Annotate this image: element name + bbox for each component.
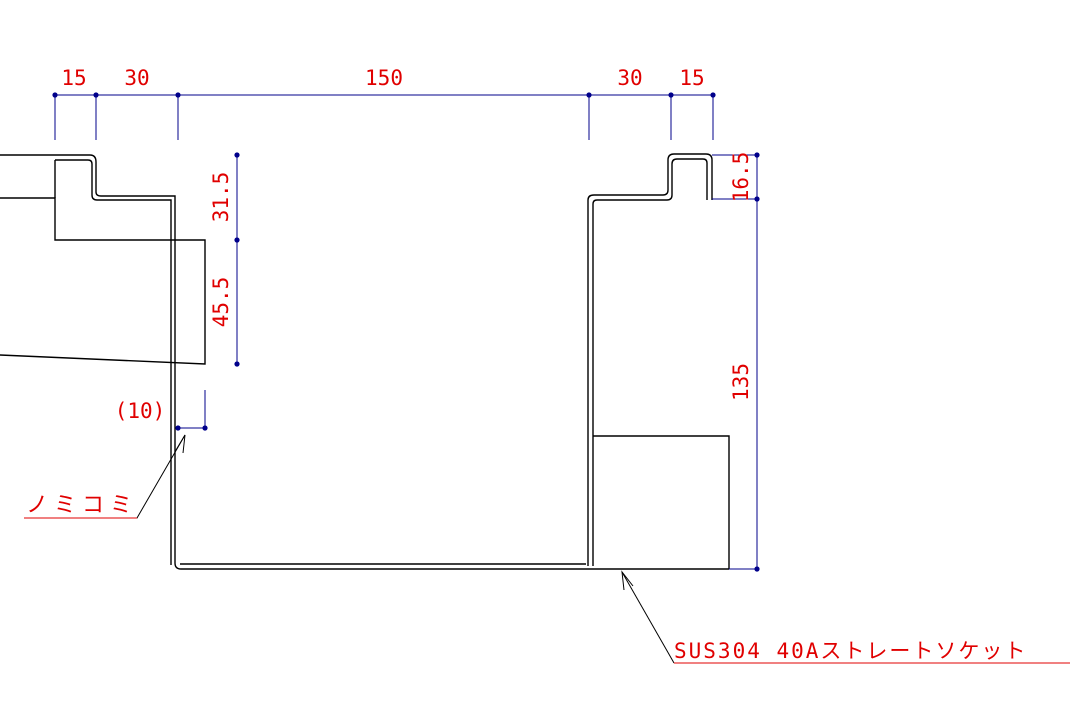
tank-profile-outer bbox=[0, 154, 729, 570]
dim-right-2: 135 bbox=[729, 363, 753, 401]
dim-top-3: 150 bbox=[365, 66, 403, 90]
part-outline bbox=[0, 153, 730, 570]
socket-block bbox=[593, 435, 730, 569]
seal-arrowhead bbox=[175, 434, 186, 454]
dim-top-2: 30 bbox=[124, 66, 149, 90]
dim-top-4: 30 bbox=[617, 66, 642, 90]
dim-gap: (10) bbox=[115, 399, 166, 423]
dim-right-1: 16.5 bbox=[729, 152, 753, 203]
leader-underlines-red bbox=[24, 517, 1070, 664]
seal-note: ノミコミ bbox=[26, 493, 138, 518]
right-wall-outer bbox=[587, 153, 713, 566]
left-member bbox=[0, 197, 206, 365]
tank-profile-inner bbox=[55, 159, 172, 565]
socket-arrowhead bbox=[621, 570, 634, 591]
right-wall-inner bbox=[592, 158, 708, 566]
socket-note: SUS304 40Aストレートソケット bbox=[674, 639, 1027, 663]
dim-top-1: 15 bbox=[61, 66, 86, 90]
dimension-labels: 15 30 150 30 15 31.5 45.5 (10) 16.5 135 bbox=[61, 66, 753, 423]
dim-left-2: 45.5 bbox=[209, 277, 233, 328]
dimension-lines bbox=[54, 94, 758, 570]
leaders bbox=[24, 434, 1070, 664]
dim-top-5: 15 bbox=[679, 66, 704, 90]
dim-left-1: 31.5 bbox=[209, 172, 233, 223]
dimension-points bbox=[52, 92, 760, 572]
